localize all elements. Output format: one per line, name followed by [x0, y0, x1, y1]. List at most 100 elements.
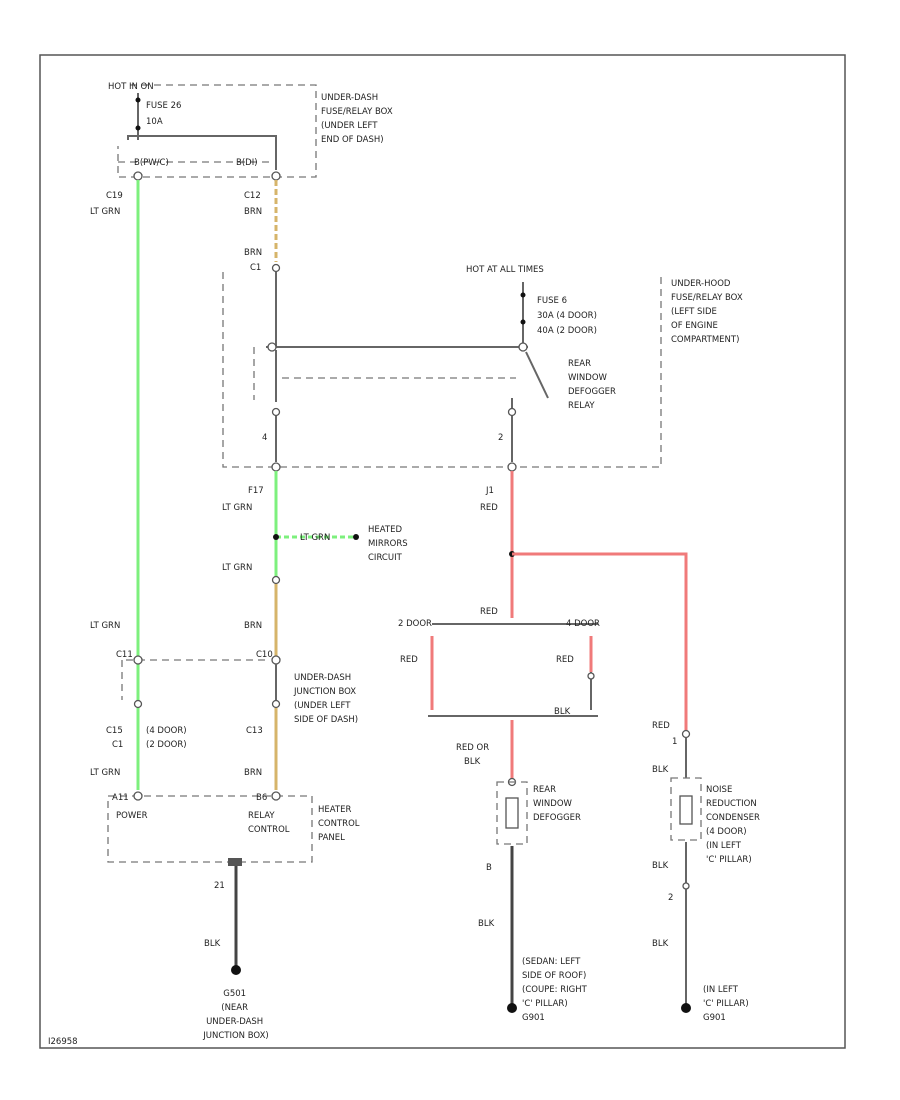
- lt-grn-label-4: LT GRN: [90, 621, 120, 631]
- lt-grn-label-2: LT GRN: [222, 503, 252, 513]
- j1-label: J1: [485, 486, 494, 496]
- c15-label: C15: [106, 726, 123, 736]
- c13-label: C13: [246, 726, 263, 736]
- fuse6-bottom-terminal: [520, 319, 526, 325]
- c12-label: C12: [244, 191, 261, 201]
- defogger-blk-label: BLK: [478, 919, 495, 929]
- condenser-blk2-label: BLK: [652, 861, 669, 871]
- diagram-frame: [39, 54, 846, 1049]
- heater-relay-label: RELAY: [248, 811, 275, 821]
- heater-pin-a11: [133, 791, 143, 801]
- underhood-box-outline: [222, 272, 662, 468]
- condenser-red-label: RED: [652, 721, 670, 731]
- condenser-blk-label: BLK: [652, 765, 669, 775]
- lt-grn-label-5: LT GRN: [90, 768, 120, 778]
- condenser-pin1: 1: [672, 737, 677, 747]
- fuse6-2door: 40A (2 DOOR): [537, 326, 597, 336]
- heater-control-label: CONTROL: [248, 825, 290, 835]
- door-left-label: 2 DOOR: [398, 619, 432, 629]
- fuse-box-pin-left: [133, 171, 143, 181]
- f17-pin: [271, 462, 281, 472]
- condenser-top-pin: [681, 729, 691, 739]
- heater-ground-pin: [228, 858, 242, 866]
- brn-label-2: BRN: [244, 248, 262, 258]
- heater-desc: HEATER CONTROL PANEL: [318, 805, 362, 843]
- heater-pin-b6-label: B6: [256, 793, 267, 803]
- fuse26-bottom-terminal: [135, 125, 141, 131]
- junction-desc: UNDER-DASH JUNCTION BOX (UNDER LEFT SIDE…: [293, 673, 359, 725]
- heater-blk-label: BLK: [204, 939, 221, 949]
- diagram-id: I26958: [48, 1037, 78, 1047]
- fuse-box-right-pin: B(DI): [236, 158, 258, 168]
- relay-pin2: 2: [498, 433, 503, 443]
- red-label-4door: RED: [556, 655, 574, 665]
- red-label-2: RED: [480, 607, 498, 617]
- c11-label: C11: [116, 650, 133, 660]
- c1-pin: [271, 263, 281, 273]
- relay-pin2-top: [507, 407, 517, 417]
- heater-panel-outline: [107, 795, 313, 863]
- condenser-body: [670, 777, 702, 841]
- red-or-blk-label: RED OR BLK: [456, 743, 492, 767]
- blk-door-label: BLK: [554, 707, 571, 717]
- condenser-symbol: [679, 795, 693, 825]
- mirrors-splice: [273, 534, 279, 540]
- defogger-desc: REAR WINDOW DEFOGGER: [533, 785, 581, 823]
- heater-ground-desc: G501 (NEAR UNDER-DASH JUNCTION BOX): [202, 989, 268, 1041]
- fuse-box-bus: [127, 135, 277, 170]
- relay-junction-right: [518, 342, 528, 352]
- fuse6-4door: 30A (4 DOOR): [537, 311, 597, 321]
- fuse6-top-terminal: [520, 292, 526, 298]
- relay-desc: REAR WINDOW DEFOGGER RELAY: [568, 359, 619, 411]
- c10-label: C10: [256, 650, 273, 660]
- hot-at-all-times: HOT AT ALL TIMES: [466, 265, 544, 275]
- brn-label-1: BRN: [244, 207, 262, 217]
- red-label-2door: RED: [400, 655, 418, 665]
- condenser-pin2: 2: [668, 893, 673, 903]
- condenser-pin2-circle: [682, 882, 690, 890]
- lt-grn-label-1: LT GRN: [90, 207, 120, 217]
- defogger-pin-label: B: [486, 863, 492, 873]
- heater-ground-pin-label: 21: [214, 881, 225, 891]
- red-wire-condenser: [512, 552, 688, 730]
- fuse26-label: FUSE 26: [146, 101, 181, 111]
- c1-label-2: C1: [112, 740, 123, 750]
- fuse-box-desc: UNDER-DASH FUSE/RELAY BOX (UNDER LEFT EN…: [321, 93, 395, 145]
- relay-pin4: 4: [262, 433, 267, 443]
- fuse-box-pin-right: [271, 171, 281, 181]
- underhood-desc: UNDER-HOOD FUSE/RELAY BOX (LEFT SIDE OF …: [671, 279, 745, 345]
- heater-power-label: POWER: [116, 811, 148, 821]
- mirrors-wire-label: LT GRN: [300, 533, 330, 543]
- fuse-box-left-pin: B(PW/C): [134, 158, 169, 168]
- mirrors-desc: HEATED MIRRORS CIRCUIT: [368, 525, 410, 563]
- defogger-ground-desc: (SEDAN: LEFT SIDE OF ROOF) (COUPE: RIGHT…: [522, 957, 590, 1023]
- fuse-box-outline: [117, 84, 317, 178]
- fuse6-label: FUSE 6: [537, 296, 567, 306]
- red-label-1: RED: [480, 503, 498, 513]
- defogger-ground-node: [507, 1003, 517, 1013]
- mirrors-end: [353, 534, 359, 540]
- j1-pin: [507, 462, 517, 472]
- door-right-label: 4 DOOR: [566, 619, 600, 629]
- lt-grn-label-3: LT GRN: [222, 563, 252, 573]
- mid-connector: [271, 575, 281, 585]
- hot-in-on-label: HOT IN ON: [108, 82, 154, 92]
- relay-switch-contact: [525, 351, 549, 399]
- brn-label-4: BRN: [244, 768, 262, 778]
- brn-label-3: BRN: [244, 621, 262, 631]
- door2-label: (2 DOOR): [146, 740, 187, 750]
- condenser-desc: NOISE REDUCTION CONDENSER (4 DOOR) (IN L…: [706, 785, 763, 865]
- door4-pin: [587, 672, 595, 680]
- condenser-blk3-label: BLK: [652, 939, 669, 949]
- heater-pin-a11-label: A11: [112, 793, 129, 803]
- defogger-grid: [505, 797, 519, 829]
- c10-pin: [271, 655, 281, 665]
- heater-ground-node: [231, 965, 241, 975]
- door4-label: (4 DOOR): [146, 726, 187, 736]
- heater-pin-b6: [271, 791, 281, 801]
- relay-junction-left: [267, 342, 277, 352]
- c1-label: C1: [250, 263, 261, 273]
- fuse26-amps: 10A: [146, 117, 163, 127]
- c19-label: C19: [106, 191, 123, 201]
